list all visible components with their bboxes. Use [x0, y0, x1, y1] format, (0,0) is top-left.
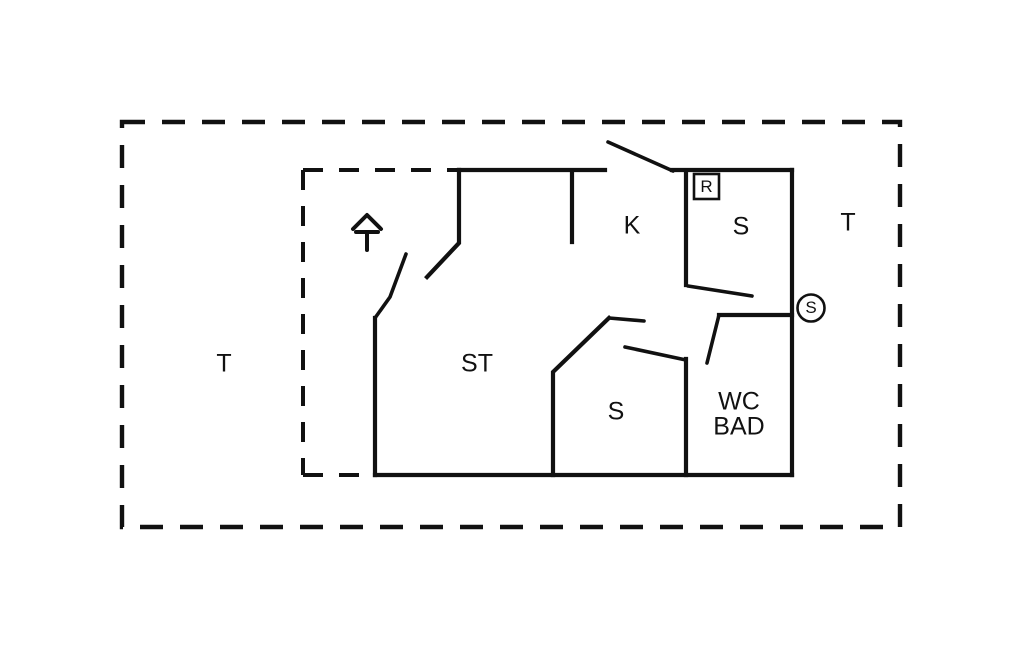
entrance-arrow-icon [351, 213, 383, 252]
room-label-bathroom-bad: BAD [713, 413, 764, 441]
room-label-terrace-east: T [840, 209, 855, 237]
interior-partition-walls [550, 169, 795, 478]
smoke-alarm-marker: R [692, 172, 721, 201]
room-label-bathroom-wc: WC [718, 388, 760, 416]
meter-marker: S [796, 293, 826, 323]
smoke-alarm-symbol: R [700, 177, 712, 196]
room-label-terrace-west: T [216, 350, 231, 378]
terrace-outer-boundary [119, 119, 903, 530]
room-label-stue: ST [461, 350, 493, 378]
room-label-bedroom-north: S [733, 213, 750, 241]
room-label-kitchen: K [624, 212, 641, 240]
terrace-inner-boundary [301, 168, 462, 477]
meter-marker-symbol: S [805, 298, 816, 317]
room-label-bedroom-south: S [608, 398, 625, 426]
room-labels: T T ST K S S WC BAD [216, 209, 855, 441]
door-leaf-lines [373, 140, 754, 365]
